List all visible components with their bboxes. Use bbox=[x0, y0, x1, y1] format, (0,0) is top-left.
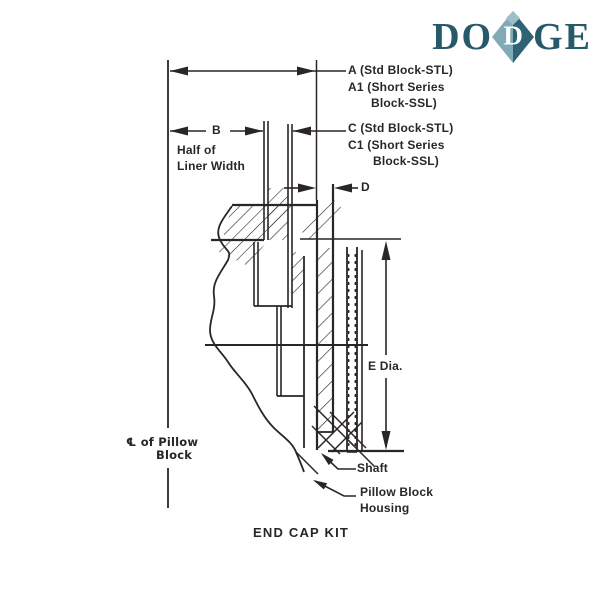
diamond-icon bbox=[492, 11, 535, 63]
dimension-b bbox=[170, 126, 263, 136]
dim-b-label: B bbox=[210, 123, 223, 137]
dim-d-label: D bbox=[361, 180, 370, 194]
housing-label-line1: Pillow Block bbox=[360, 485, 434, 499]
leader-lines bbox=[313, 453, 356, 497]
diagram-caption: END CAP KIT bbox=[253, 525, 350, 540]
dim-c-label-line1: C (Std Block-STL) bbox=[348, 121, 454, 135]
liner-knurl-dots bbox=[348, 250, 357, 449]
section-hatching bbox=[219, 188, 375, 475]
dim-a-label-line3: Block-SSL) bbox=[371, 96, 438, 110]
centerline-label-line1: ℄ of Pillow bbox=[126, 435, 199, 449]
dimension-c bbox=[293, 126, 346, 136]
housing-label-line2: Housing bbox=[360, 501, 410, 515]
half-liner-label-line2: Liner Width bbox=[177, 159, 246, 173]
shaft-label: Shaft bbox=[357, 461, 388, 475]
half-liner-label-line1: Half of bbox=[177, 143, 216, 157]
dim-c-label-line3: Block-SSL) bbox=[373, 154, 440, 168]
dodge-logo: DO D GE bbox=[432, 10, 592, 64]
dimension-a bbox=[170, 66, 346, 76]
dim-a-label-line1: A (Std Block-STL) bbox=[348, 63, 453, 77]
logo-diamond-letter: D bbox=[503, 20, 523, 51]
shaft-hatch-x bbox=[295, 405, 375, 475]
liner-knurl-edges bbox=[346, 247, 358, 452]
dimension-d bbox=[284, 183, 358, 193]
logo-right-letters: GE bbox=[533, 16, 592, 58]
dim-c-label-line2: C1 (Short Series bbox=[348, 138, 445, 152]
logo-left-letters: DO bbox=[432, 16, 494, 58]
logo-diamond: D bbox=[490, 10, 536, 64]
dim-a-label-line2: A1 (Short Series bbox=[348, 80, 445, 94]
centerline-label-line2: Block bbox=[156, 448, 193, 462]
dim-e-label: E Dia. bbox=[366, 359, 405, 373]
